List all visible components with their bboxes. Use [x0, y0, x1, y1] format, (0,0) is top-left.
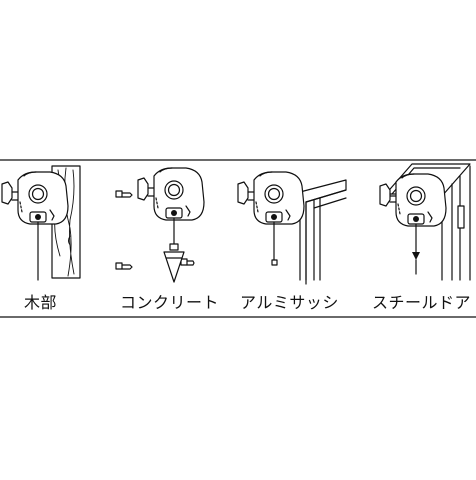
caption-aluminum-sash: アルミサッシ — [240, 293, 339, 312]
anchor-screw-icon — [115, 190, 133, 198]
panel-steel-door — [379, 163, 471, 281]
anchor-screw-icon — [115, 262, 133, 270]
panel-concrete — [115, 167, 205, 283]
panel-wood — [1, 165, 81, 281]
caption-wood: 木部 — [24, 293, 58, 312]
panel-aluminum-sash — [237, 171, 347, 285]
caption-concrete: コンクリート — [120, 293, 220, 312]
anchor-screw-icon — [180, 258, 195, 266]
caption-steel-door: スチールドア — [372, 293, 472, 312]
plumb-bob-icon — [163, 243, 185, 283]
